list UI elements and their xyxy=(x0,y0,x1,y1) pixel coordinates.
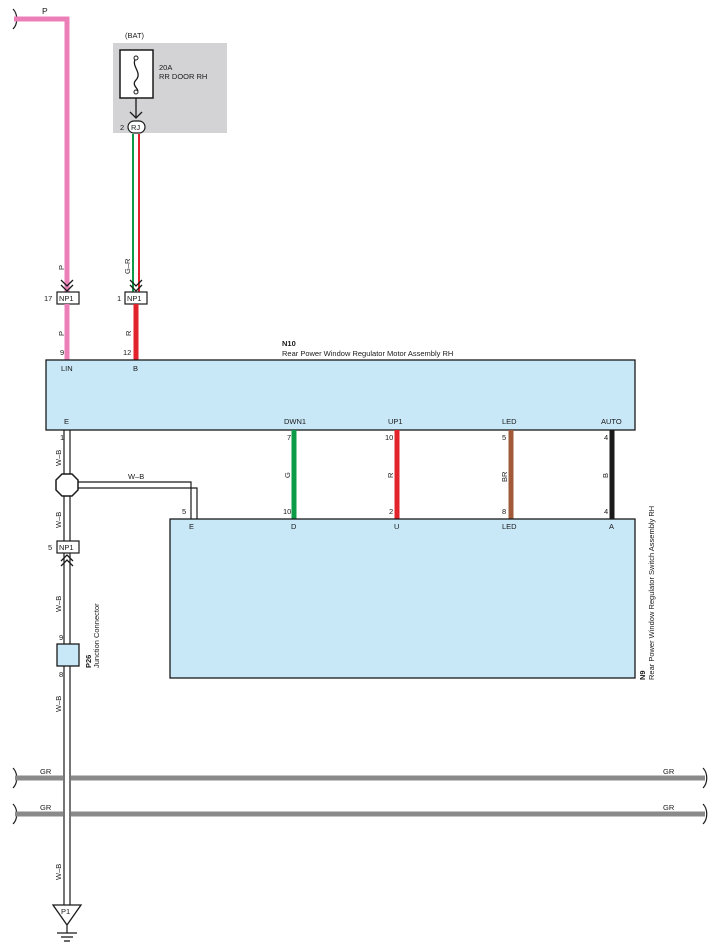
wire-br-label: BR xyxy=(500,471,509,482)
gr-wires: GR GR GR GR xyxy=(12,767,708,825)
n10-pin-1: 1 xyxy=(60,433,64,442)
fuse-box: (BAT) 20A RR DOOR RH RJ 2 xyxy=(113,31,227,134)
np1-connector-c: NP1 5 W–B xyxy=(48,540,80,612)
n10-pin-lin: 9 xyxy=(60,348,64,357)
top-pink-wire: P xyxy=(12,6,70,352)
fuse-name: RR DOOR RH xyxy=(159,72,207,81)
w-b-label-5: W–B xyxy=(54,864,63,880)
w-b-label-1: W–B xyxy=(54,450,63,466)
fuse-rating: 20A xyxy=(159,63,172,72)
n10-terminal-up1: UP1 xyxy=(388,417,403,426)
rj-connector-label: RJ xyxy=(131,123,140,132)
w-b-ground-wire: W–B 5 W–B W–B xyxy=(54,430,198,910)
top-wire-label: P xyxy=(42,6,48,16)
w-b-branch-label: W–B xyxy=(128,472,144,481)
gr-2-right-label: GR xyxy=(663,803,675,812)
n9-pin-5: 5 xyxy=(182,507,186,516)
np1-b-pin: 1 xyxy=(117,294,121,303)
w-b-label-2: W–B xyxy=(54,512,63,528)
n10-code: N10 xyxy=(282,339,296,348)
n9-pin-2: 2 xyxy=(389,507,393,516)
gr-1-left-label: GR xyxy=(40,767,52,776)
p-upper-label: P xyxy=(57,265,66,270)
np1-a-pin: 17 xyxy=(44,294,52,303)
ground-p1: P1 xyxy=(51,904,83,942)
w-b-label-3: W–B xyxy=(54,596,63,612)
n10-pin-b: 12 xyxy=(123,348,131,357)
n10-terminal-e: E xyxy=(64,417,69,426)
n10-terminal-dwn1: DWN1 xyxy=(284,417,306,426)
g-r-wire: G–R xyxy=(123,134,140,292)
n10-terminal-led: LED xyxy=(502,417,517,426)
n9-pin-8: 8 xyxy=(502,507,506,516)
n10-bottom-pins: 1 7 10 5 4 xyxy=(60,433,608,442)
gr-1-right-label: GR xyxy=(663,767,675,776)
p26-name: Junction Connector xyxy=(92,603,101,668)
n9-pin-10: 10 xyxy=(283,507,291,516)
p26-code: P26 xyxy=(84,655,93,668)
n10-pin-5: 5 xyxy=(502,433,506,442)
wire-g-label: G xyxy=(283,472,292,478)
p-lower-label: P xyxy=(57,331,66,336)
ground-label: P1 xyxy=(61,907,70,916)
p26-pin-top: 9 xyxy=(59,633,63,642)
n10-terminal-b: B xyxy=(133,364,138,373)
np1-connector-a: NP1 17 P xyxy=(44,265,80,305)
n9-switch-assembly: E D U LED A N9 Rear Power Window Regulat… xyxy=(169,506,656,680)
lower-upper-wires: P R 9 12 xyxy=(57,304,139,360)
np1-a-label: NP1 xyxy=(59,294,74,303)
w-b-label-4: W–B xyxy=(54,696,63,712)
p26-junction-connector: 9 8 P26 Junction Connector W–B W–B xyxy=(54,603,101,880)
r-upper-label: R xyxy=(124,330,133,336)
n9-pin-4: 4 xyxy=(604,507,608,516)
signal-wires: G R BR B 10 2 8 4 xyxy=(283,430,615,519)
wire-b-label: B xyxy=(601,473,610,478)
wire-r-label: R xyxy=(386,472,395,478)
ground-triangle-icon xyxy=(51,904,83,927)
splice-point xyxy=(55,473,79,497)
n10-pin-4: 4 xyxy=(604,433,608,442)
n9-terminal-e: E xyxy=(189,522,194,531)
w-b-over-gr xyxy=(63,770,71,822)
n9-terminal-u: U xyxy=(394,522,399,531)
n9-terminal-d: D xyxy=(291,522,297,531)
n10-motor-assembly: N10 Rear Power Window Regulator Motor As… xyxy=(45,339,636,431)
n9-terminal-a: A xyxy=(609,522,614,531)
np1-b-label: NP1 xyxy=(127,294,142,303)
gr-2-left-label: GR xyxy=(40,803,52,812)
n9-terminal-led: LED xyxy=(502,522,517,531)
np1-c-label: NP1 xyxy=(59,543,74,552)
n9-code: N9 xyxy=(638,670,647,680)
n10-name: Rear Power Window Regulator Motor Assemb… xyxy=(282,349,453,358)
fuse-source-label: (BAT) xyxy=(125,31,145,40)
np1-c-pin: 5 xyxy=(48,543,52,552)
n10-terminal-auto: AUTO xyxy=(601,417,622,426)
n9-name: Rear Power Window Regulator Switch Assem… xyxy=(647,506,656,680)
rj-pin: 2 xyxy=(120,123,124,132)
g-r-label: G–R xyxy=(123,258,132,274)
n10-pin-7: 7 xyxy=(287,433,291,442)
rj-connector xyxy=(127,120,146,134)
n10-pin-10: 10 xyxy=(385,433,393,442)
p26-pin-bottom: 8 xyxy=(59,670,63,679)
n10-terminal-lin: LIN xyxy=(61,364,73,373)
